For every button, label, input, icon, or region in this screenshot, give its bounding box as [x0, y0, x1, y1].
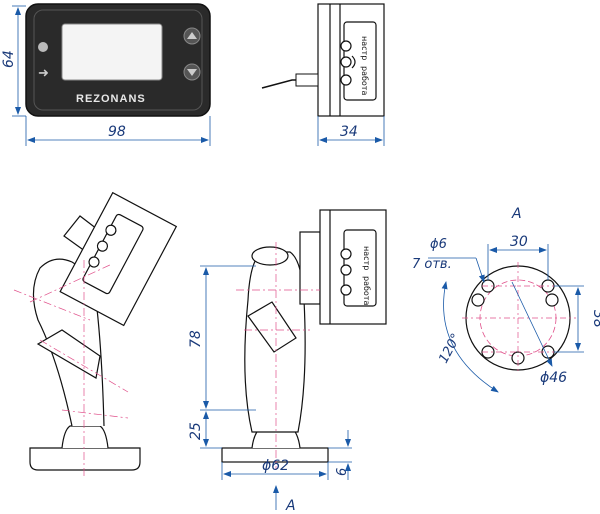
angle-label: 120° — [436, 331, 464, 366]
angled-center-lines — [13, 260, 129, 478]
straight-mount-assembly — [221, 209, 387, 463]
depth-dimension-lines — [317, 116, 385, 146]
flange-dimension-lines — [428, 244, 584, 393]
cable — [261, 73, 319, 89]
depth-dimension: 34 — [340, 124, 358, 140]
base-thickness-dimension: 6 — [335, 468, 350, 476]
width-dimension: 98 — [108, 124, 126, 140]
mount-hole — [471, 293, 485, 307]
brand-logo: REZONANS — [76, 93, 146, 105]
hole-spacing-x-label: 30 — [510, 234, 528, 250]
switch-label-bottom: работа — [360, 66, 369, 95]
switch-label-bottom-2: работа — [362, 276, 371, 305]
mount-hole — [545, 293, 559, 307]
arrow-right-icon: ➜ — [38, 65, 49, 80]
middle-dimension-lines — [200, 265, 352, 510]
hole-count-label: 7 отв. — [412, 257, 452, 272]
mount-lower-dimension: 25 — [188, 422, 204, 440]
height-dimension: 64 — [1, 50, 17, 68]
device-front-view: ➜ REZONANS — [25, 3, 211, 117]
hole-spacing-y-label: 38 — [590, 310, 600, 328]
angled-mount-assembly — [29, 191, 178, 471]
view-label: A — [511, 206, 522, 222]
front-view-dimensions — [12, 5, 211, 146]
indicator-dot-icon — [38, 42, 48, 52]
device-side-view — [317, 3, 385, 117]
display-screen — [61, 23, 163, 81]
view-arrow-label: A — [285, 498, 296, 514]
switch-label-top: настр — [360, 36, 369, 60]
bolt-circle-label: ϕ46 — [540, 370, 567, 386]
switch-label-top-2: настр — [362, 246, 371, 270]
mount-upper-dimension: 78 — [188, 330, 204, 348]
middle-center-lines — [236, 242, 320, 470]
hole-diameter-label: ϕ6 — [430, 237, 447, 252]
base-diameter-dimension: ϕ62 — [262, 458, 289, 474]
